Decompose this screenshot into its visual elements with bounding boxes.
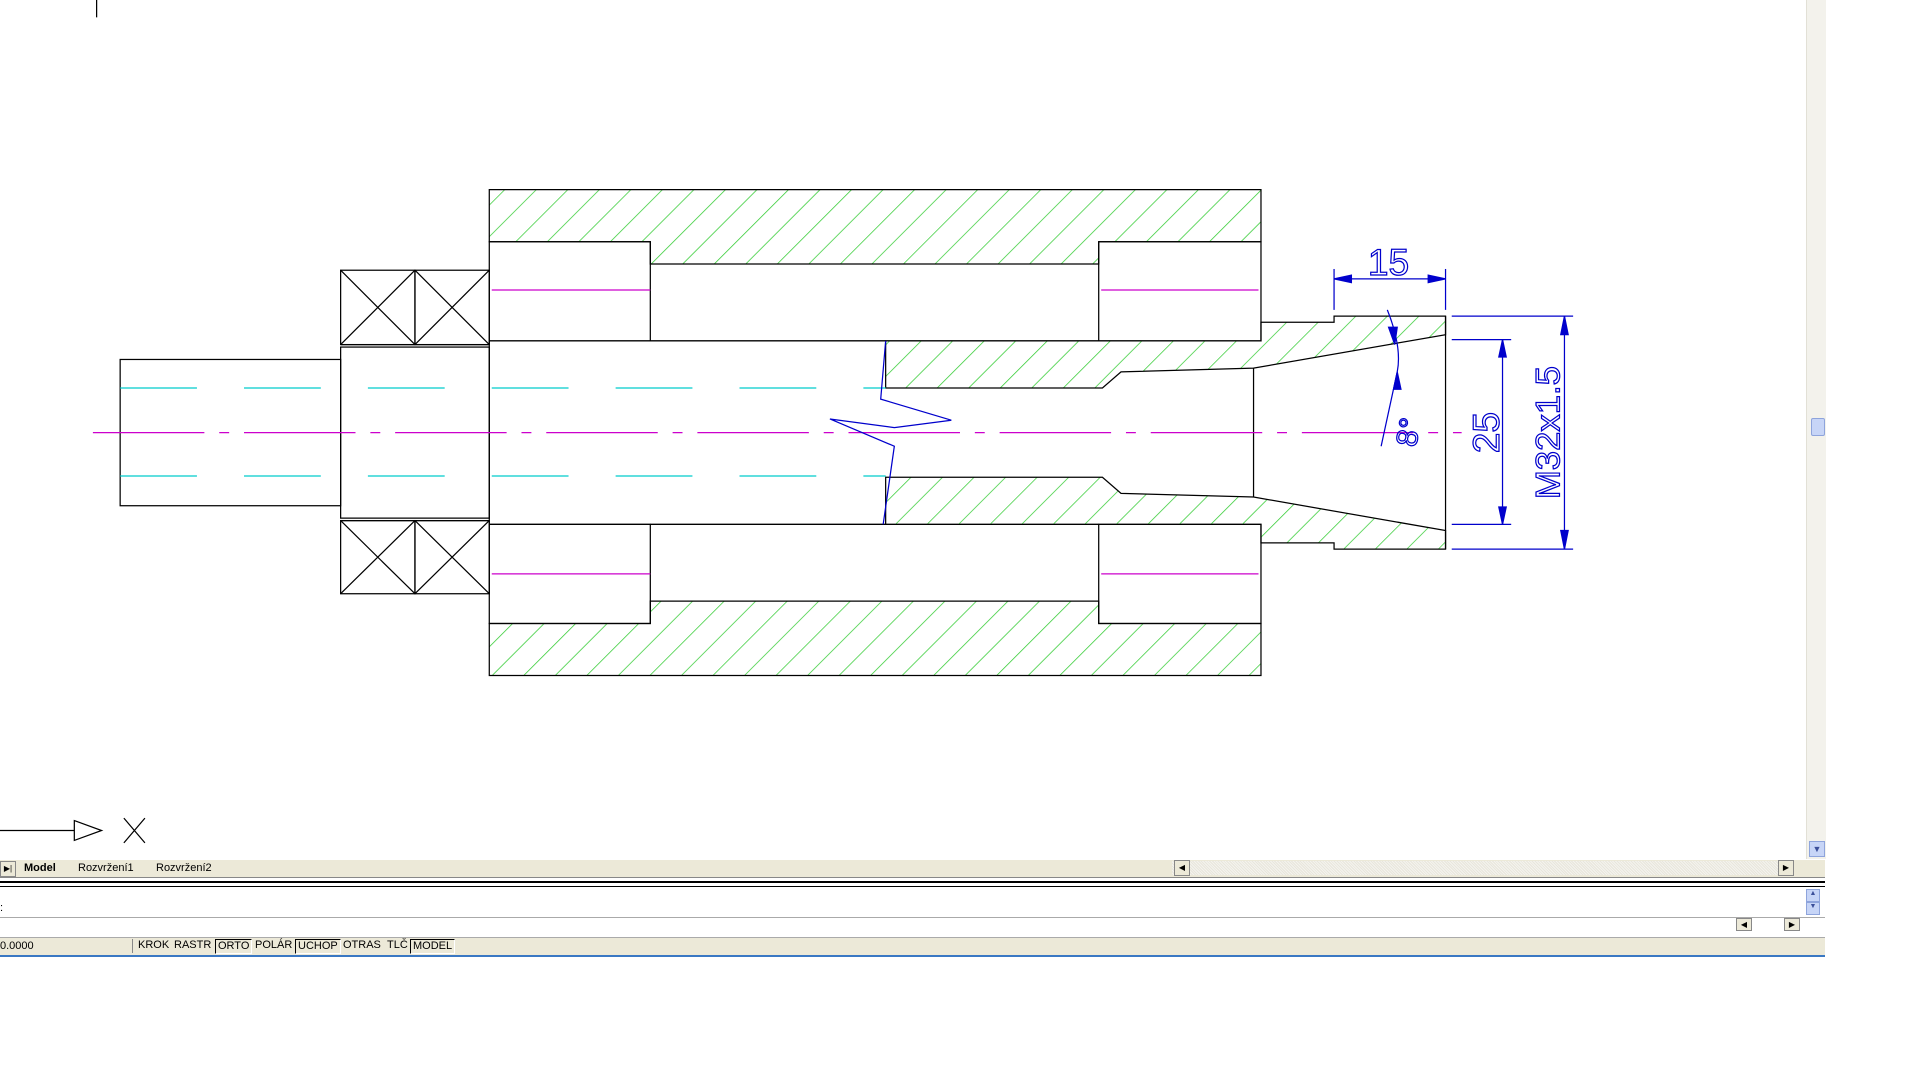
command-window[interactable]: : ▲ ▼ ◀ ▶ — [0, 887, 1825, 934]
layout-tab-bar: ▶| Model Rozvržení1 Rozvržení2 ◀ ▶ — [0, 860, 1825, 878]
command-divider — [0, 917, 1825, 918]
cmd-scroll-up[interactable]: ▲ — [1806, 889, 1820, 902]
scroll-right-button[interactable]: ▶ — [1778, 860, 1794, 876]
horizontal-scrollbar[interactable]: ◀ ▶ — [1172, 860, 1794, 876]
ucs-icon — [0, 817, 146, 844]
tab-rozvrzeni1[interactable]: Rozvržení1 — [78, 862, 134, 874]
tab-rozvrzeni2[interactable]: Rozvržení2 — [156, 862, 212, 874]
scroll-down-button[interactable]: ▼ — [1809, 841, 1825, 857]
vertical-scrollbar[interactable]: ▼ — [1806, 0, 1826, 859]
cmd-scroll-left[interactable]: ◀ — [1736, 918, 1752, 931]
pocket-lines — [491, 289, 1259, 575]
dim-angle-label: 8° — [1390, 415, 1427, 449]
toggle-otras[interactable]: OTRAS — [343, 939, 381, 951]
dimensions — [1333, 268, 1574, 550]
cmd-scroll-down[interactable]: ▼ — [1806, 902, 1820, 915]
status-bar: 0.0000 KROK RASTR ORTO POLÁR UCHOP OTRAS… — [0, 937, 1825, 957]
toggle-tlc[interactable]: TLČ — [387, 939, 408, 951]
bearing-top — [340, 269, 490, 346]
hidden-lines — [120, 387, 886, 477]
toggle-orto[interactable]: ORTO — [215, 939, 253, 954]
splitter[interactable] — [0, 881, 1825, 887]
scroll-thumb[interactable] — [1811, 418, 1825, 436]
tab-model[interactable]: Model — [24, 862, 56, 874]
toggle-krok[interactable]: KROK — [138, 939, 170, 951]
drawing-canvas[interactable]: 15 25 M32x1.5 8° — [0, 0, 1806, 859]
dim-width-label: 15 — [1368, 241, 1409, 283]
last-tab-button[interactable]: ▶| — [0, 861, 16, 877]
toggle-uchop[interactable]: UCHOP — [295, 939, 341, 954]
cmd-scroll-right[interactable]: ▶ — [1784, 918, 1800, 931]
toggle-model[interactable]: MODEL — [410, 939, 456, 954]
scroll-left-button[interactable]: ◀ — [1174, 860, 1190, 876]
coordinates-readout: 0.0000 — [0, 939, 133, 953]
toggle-polar[interactable]: POLÁR — [255, 939, 293, 951]
command-prompt: : — [0, 902, 4, 914]
dim-thread-label: M32x1.5 — [1530, 366, 1568, 499]
spindle-section — [489, 315, 1447, 550]
dim-bore-label: 25 — [1465, 412, 1507, 453]
bearing-bottom — [340, 519, 490, 595]
toggle-rastr[interactable]: RASTR — [174, 939, 212, 951]
break-line — [829, 340, 952, 525]
